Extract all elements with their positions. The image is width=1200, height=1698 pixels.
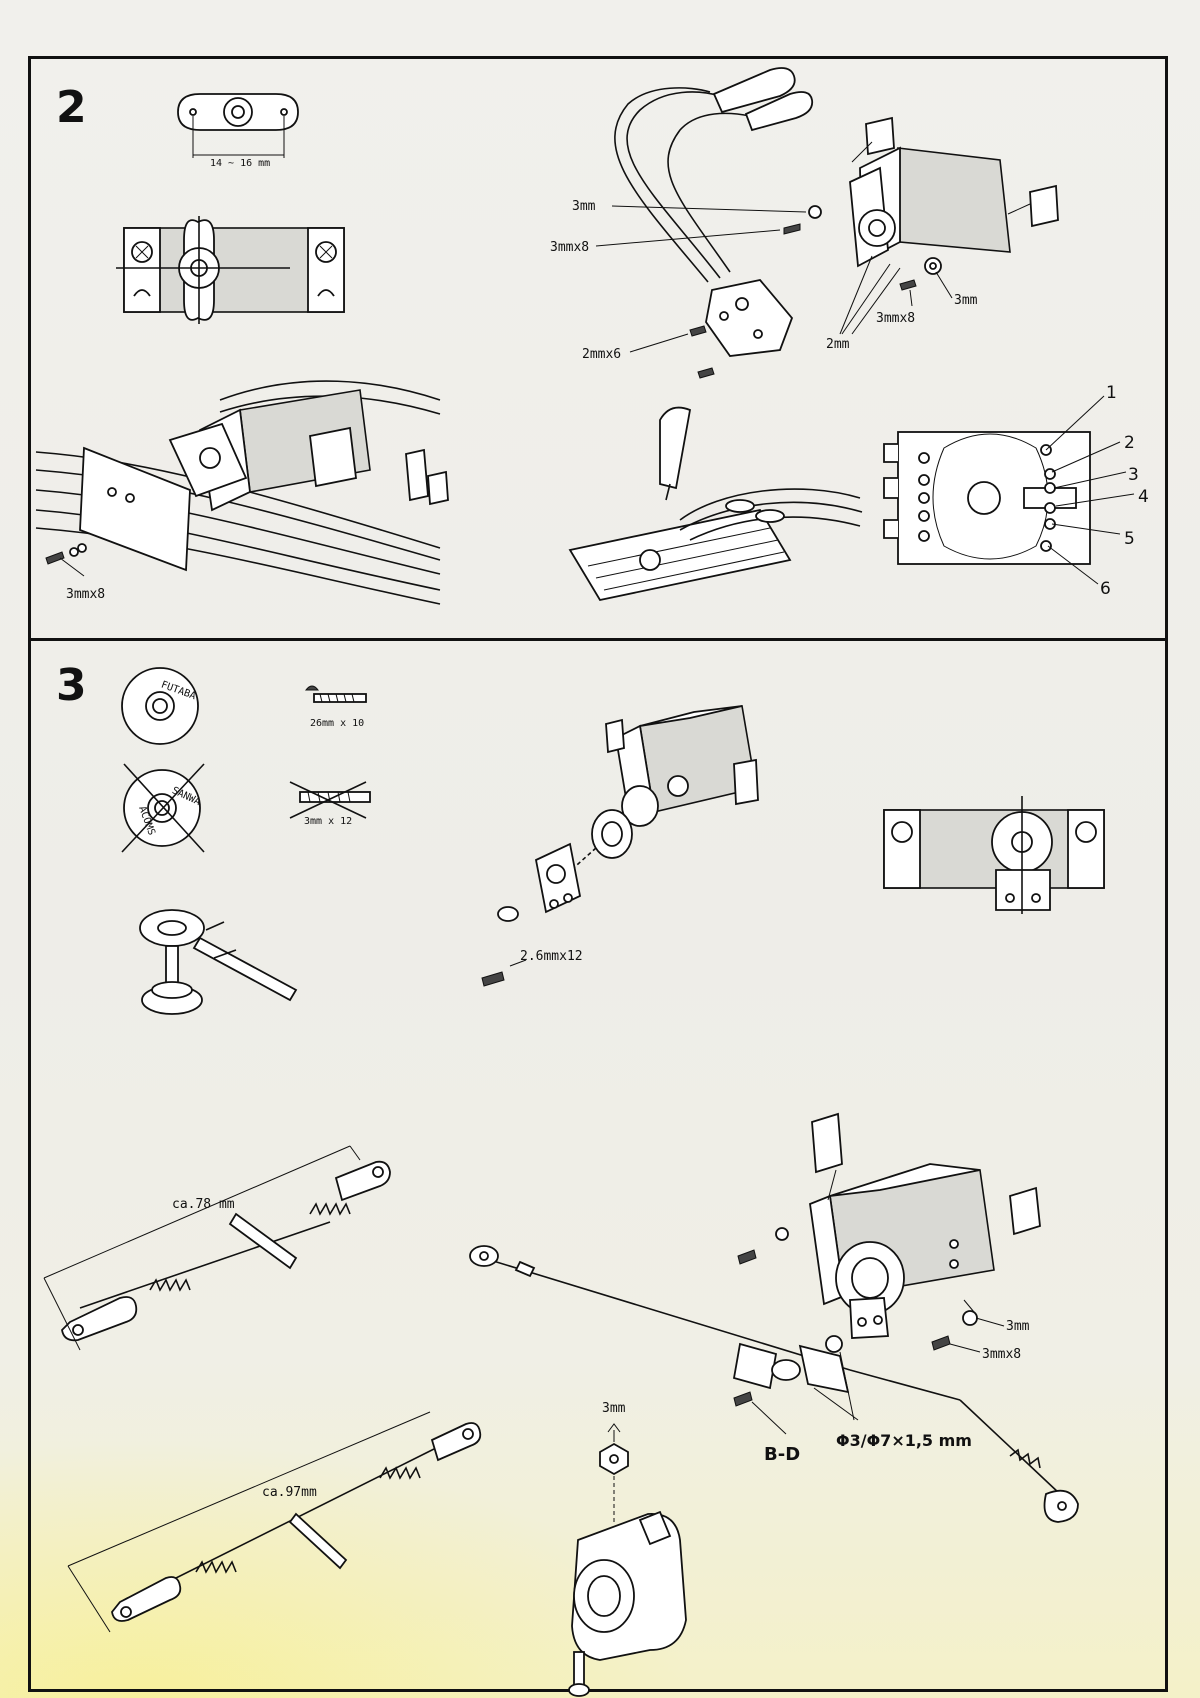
servo-saver-top-view [883, 796, 1105, 914]
pin-callout-5: 5 [1124, 529, 1135, 549]
nut-3mm-label: 3mm [602, 1401, 626, 1416]
screw-2mmx6-label: 2mmx6 [582, 347, 621, 362]
spacing-label: 14 ~ 16 mm [210, 158, 270, 169]
step-3-number: 3 [56, 660, 87, 711]
screw-3mmx8-assembly-label: 3mmx8 [982, 1347, 1021, 1362]
pin-callout-2: 2 [1124, 433, 1135, 453]
screw-3mmx8-board-label: 3mmx8 [66, 587, 105, 602]
step-divider [28, 638, 1168, 641]
screw-3mm-x12-not-used: 3mm x 12 [289, 781, 371, 827]
screw-26mm-label: 26mm x 10 [310, 718, 364, 729]
screw-3mmx8-right-label: 3mmx8 [876, 311, 915, 326]
switch-mounted-on-board: 3mmx8 [35, 380, 449, 605]
servo-tierod-assembly: 3mm 3mmx8 B-D Φ3/Φ7×1,5 mm [469, 1112, 1079, 1523]
washer-3mm-label: 3mm [572, 199, 596, 214]
rod-78mm-label: ca.78 mm [172, 1197, 235, 1212]
pin-callout-6: 6 [1100, 579, 1111, 599]
switch-pin-diagram: 1 2 3 4 5 6 [883, 383, 1149, 599]
steering-knuckle: 3mm [568, 1401, 687, 1697]
horn-trimming-detail [139, 909, 298, 1015]
rod-97mm-label: ca.97mm [262, 1485, 317, 1500]
futaba-horn-ok: FUTABA [121, 667, 199, 745]
switch-harness-exploded: 3mm 3mmx8 2mmx6 2mm 3mmx8 3mm [550, 67, 1059, 379]
step-2-number: 2 [56, 82, 87, 133]
pin-callout-4: 4 [1138, 487, 1149, 507]
soldering-detail [568, 406, 863, 602]
linkage-rod-78mm: ca.78 mm [43, 1145, 391, 1351]
servo-top-view [116, 216, 345, 324]
washer-3mm-assembly-label: 3mm [1006, 1319, 1030, 1334]
servo-horn-spacing-diagram: 14 ~ 16 mm [177, 93, 299, 169]
washer-2mm-label: 2mm [826, 337, 850, 352]
screw-2-6mmx12-label: 2.6mmx12 [520, 949, 583, 964]
pin-callout-3: 3 [1128, 465, 1139, 485]
screw-26mm-x10: 26mm x 10 [304, 685, 367, 729]
sanwa-acoms-horn-not-used: SANWA ACOMS [121, 763, 205, 853]
part-bd-label: B-D [764, 1444, 800, 1465]
page-frame [28, 56, 1168, 1692]
washer-3mm-right-label: 3mm [954, 293, 978, 308]
servo-saver-exploded: 2.6mmx12 [481, 705, 759, 987]
pin-callout-1: 1 [1106, 383, 1117, 403]
spacer-label: Φ3/Φ7×1,5 mm [836, 1431, 972, 1450]
screw-3mm-label: 3mm x 12 [304, 816, 352, 827]
linkage-rod-97mm: ca.97mm [67, 1411, 482, 1633]
screw-3mmx8-label: 3mmx8 [550, 240, 589, 255]
